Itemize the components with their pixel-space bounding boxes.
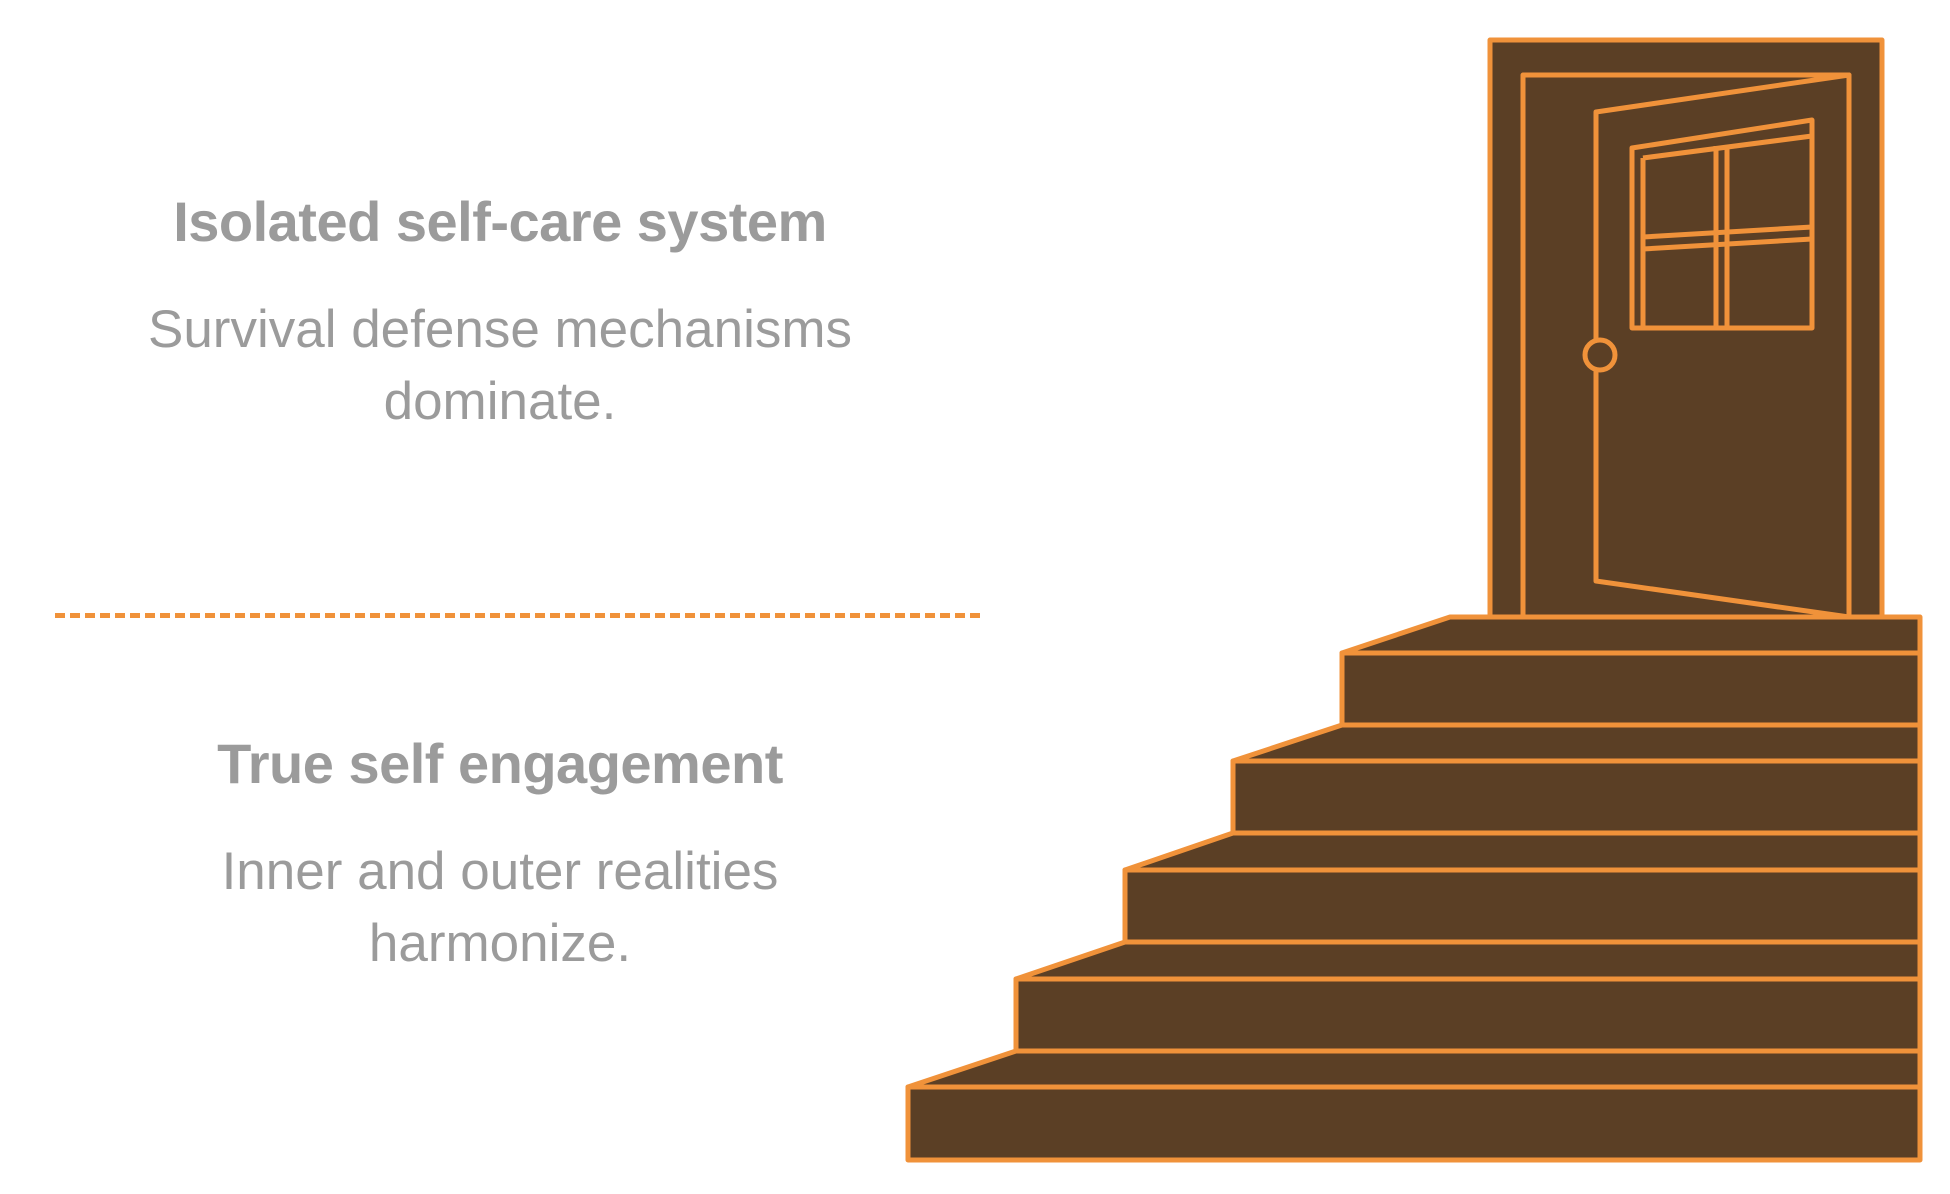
description-line: Inner and outer realities — [221, 842, 779, 901]
step-riser — [905, 1084, 1923, 1163]
step-riser — [1122, 867, 1923, 945]
step-riser — [1013, 976, 1923, 1054]
section-description: Survival defense mechanisms dominate. — [60, 294, 940, 438]
section-isolated-self-care: Isolated self-care system Survival defen… — [60, 188, 940, 438]
description-line: dominate. — [383, 372, 617, 431]
section-title: True self engagement — [217, 732, 783, 795]
step-tread — [1122, 830, 1923, 873]
step-tread — [1013, 939, 1923, 982]
section-true-self-engagement: True self engagement Inner and outer rea… — [60, 730, 940, 980]
window-transom — [1642, 236, 1813, 252]
description-line: Survival defense mechanisms — [147, 300, 853, 359]
section-title: Isolated self-care system — [173, 190, 827, 253]
step-riser — [1339, 650, 1923, 728]
step-tread — [905, 1048, 1923, 1090]
staircase-icon — [905, 614, 1923, 1163]
description-line: harmonize. — [368, 914, 632, 973]
dashed-divider — [55, 613, 980, 618]
step-tread — [1230, 722, 1923, 764]
section-description: Inner and outer realities harmonize. — [60, 836, 940, 980]
step-riser — [1230, 758, 1923, 836]
step-top-tread — [1339, 614, 1923, 656]
door-window — [1629, 117, 1815, 331]
door-knob — [1582, 337, 1618, 373]
window-transom — [1642, 224, 1813, 240]
door-icon — [1487, 37, 1885, 623]
